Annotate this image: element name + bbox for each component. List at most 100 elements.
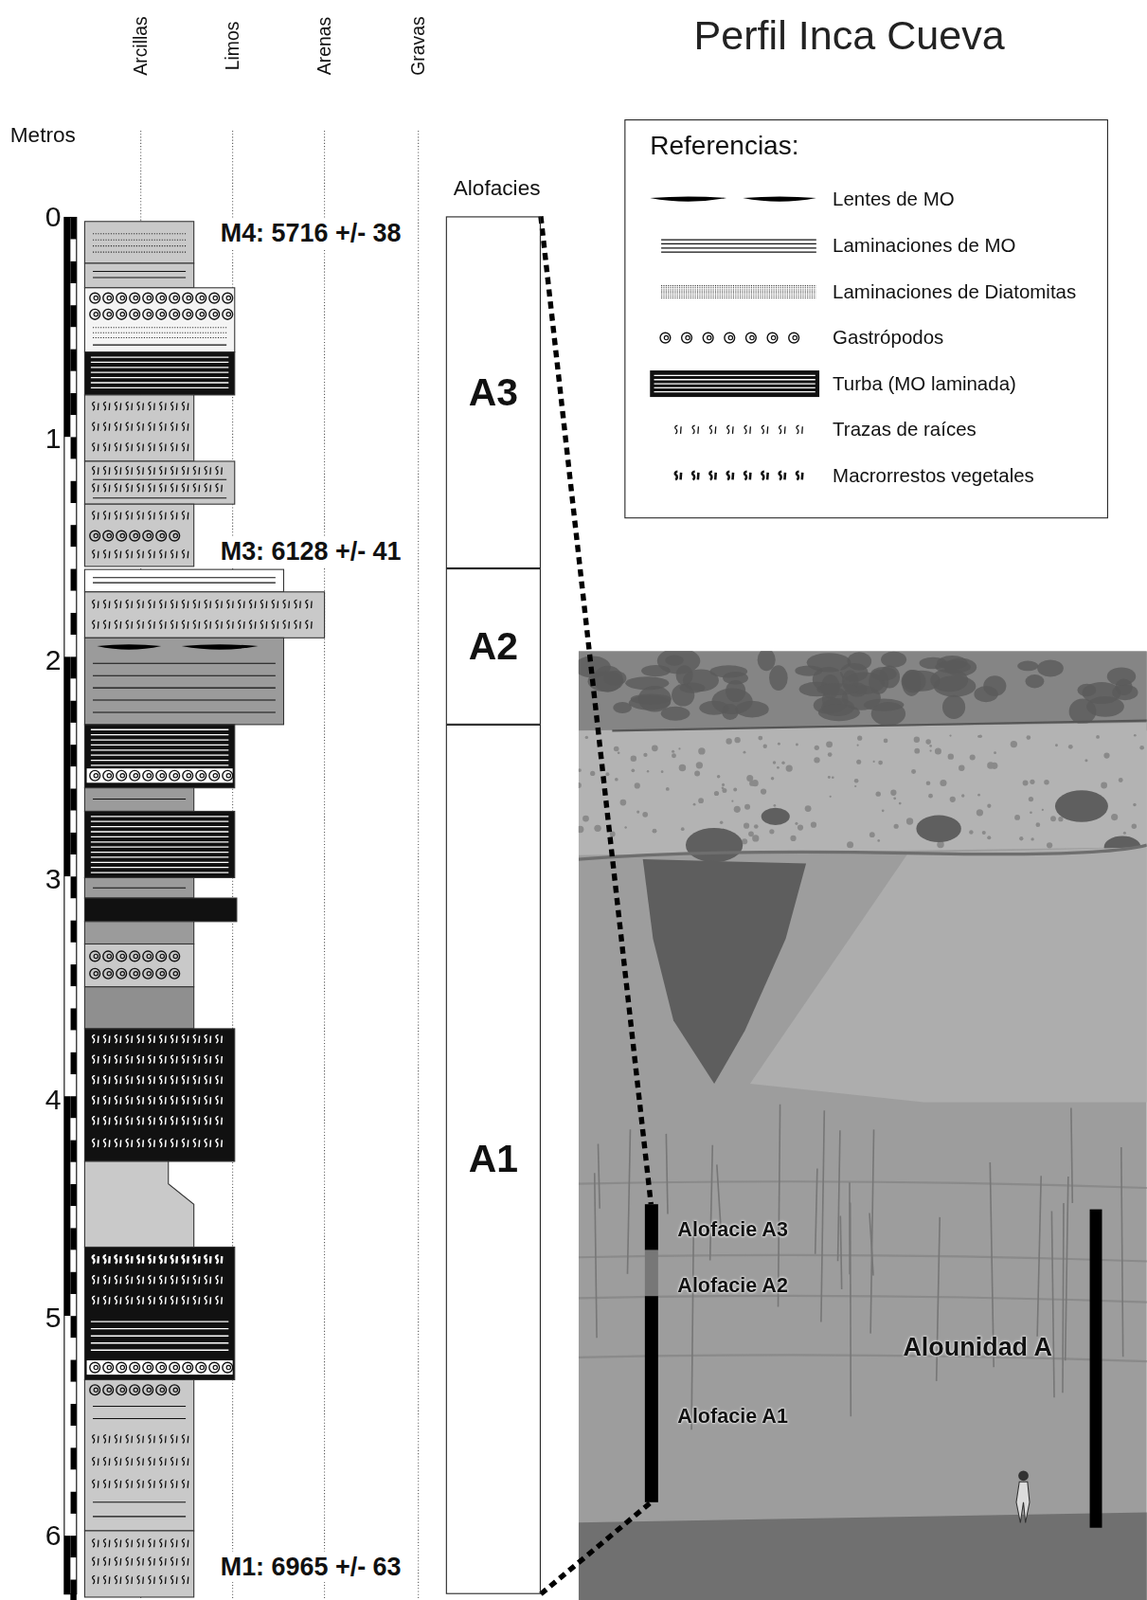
gravel	[777, 742, 781, 746]
gravel	[829, 795, 832, 798]
photo-label: Alofacie A2	[677, 1273, 789, 1298]
lithology-layer	[84, 1379, 194, 1531]
scale-segment	[70, 1557, 76, 1579]
root-trace-symbol	[103, 1075, 109, 1084]
gastropod-symbol	[156, 292, 167, 304]
ground	[578, 1512, 1147, 1600]
lamination-line	[90, 744, 229, 746]
alofacies-name: A1	[468, 1136, 519, 1182]
root-trace-symbol	[160, 1575, 166, 1584]
root-trace-symbol	[148, 1254, 155, 1264]
lithology-layer	[84, 1246, 234, 1380]
gastropod-symbol	[146, 1364, 151, 1369]
gastropod-symbol	[186, 295, 191, 300]
gastropod-symbol	[199, 295, 204, 300]
root-trace-symbol	[114, 1254, 121, 1264]
gastropod-symbol	[169, 1384, 180, 1396]
root-trace-symbol	[92, 620, 99, 629]
gravel	[846, 841, 854, 848]
gravel	[911, 769, 916, 774]
root-trace-symbol	[193, 1275, 199, 1285]
gravel	[1014, 814, 1021, 821]
gravel	[719, 820, 724, 825]
root-trace-symbol	[260, 599, 267, 609]
lamination-line	[661, 291, 817, 293]
scale-segment	[70, 942, 76, 965]
gravel	[977, 734, 981, 738]
gastropod-symbol	[173, 971, 178, 976]
gravel	[794, 822, 798, 825]
gravel	[753, 824, 759, 829]
organic-lens-symbol	[181, 644, 259, 649]
lithology-layer	[84, 221, 194, 264]
lamination-line	[92, 251, 186, 253]
gravel	[721, 783, 725, 787]
gastropod-symbol	[143, 292, 154, 304]
root-trace-symbol	[250, 599, 256, 609]
lamination-line	[90, 815, 229, 817]
gastropod-symbol	[143, 308, 154, 320]
alofacies-name: A2	[468, 624, 519, 669]
root-trace-symbol	[125, 1275, 132, 1285]
root-trace-symbol	[204, 465, 211, 475]
root-trace-symbol	[181, 1055, 188, 1064]
lamination-line	[90, 821, 229, 823]
root-trace-symbol	[148, 1295, 155, 1305]
lithology-layer	[84, 1530, 194, 1597]
gravel	[634, 782, 641, 789]
root-trace-symbol	[171, 620, 178, 629]
lamination-line	[92, 576, 276, 578]
gravel	[617, 751, 621, 754]
gastropod-symbol	[182, 292, 194, 304]
gastropod-symbol	[199, 312, 204, 317]
gastropod-symbol	[143, 770, 154, 781]
lamination-line	[92, 232, 186, 234]
shrub	[901, 669, 921, 697]
root-trace-symbol	[137, 1034, 144, 1043]
root-trace-symbol	[125, 620, 132, 629]
gastropod-band	[87, 1360, 233, 1375]
lamination-line	[92, 675, 276, 677]
gastropod-symbol	[120, 312, 125, 317]
lithology-layer	[84, 352, 234, 395]
gastropod-symbol	[120, 295, 125, 300]
scale-segment	[70, 569, 76, 592]
gastropod-symbol	[199, 1364, 204, 1369]
scale-segment	[70, 524, 76, 547]
root-trace-symbol	[171, 465, 178, 475]
gravel	[716, 774, 721, 779]
root-trace-symbol	[283, 599, 289, 609]
root-trace-symbol	[114, 1434, 121, 1444]
root-trace-symbol	[171, 550, 178, 559]
stratum-line	[578, 1254, 1147, 1262]
root-trace-symbol	[171, 1539, 178, 1548]
gastropod-symbol	[107, 1387, 111, 1392]
gastropod-symbol	[169, 308, 180, 320]
gravel	[982, 830, 986, 835]
scale-segment	[70, 612, 76, 635]
scale-segment	[70, 459, 76, 482]
root-trace-symbol	[148, 550, 155, 559]
root-trace-symbol	[171, 1254, 178, 1264]
lamination-line	[90, 738, 229, 740]
lithology-layer	[84, 461, 234, 504]
lamination-line	[92, 687, 276, 689]
gravel	[976, 808, 984, 816]
person-figure	[1018, 1469, 1029, 1481]
gravel	[939, 779, 947, 787]
shrub	[734, 700, 769, 718]
organic-lens-symbol	[649, 196, 727, 201]
lithology-layer	[84, 788, 194, 812]
root-trace-symbol	[103, 620, 109, 629]
gravel	[772, 760, 776, 764]
gravel	[977, 793, 981, 797]
lamination-line	[90, 366, 229, 368]
radiocarbon-date: M1: 6965 +/- 63	[218, 1551, 404, 1581]
root-trace-symbol	[160, 422, 166, 431]
crack	[710, 1145, 714, 1261]
gravel	[642, 811, 648, 818]
gastropod-symbol	[129, 530, 141, 541]
root-trace-symbol	[137, 599, 144, 609]
lamination-line	[92, 1417, 186, 1419]
